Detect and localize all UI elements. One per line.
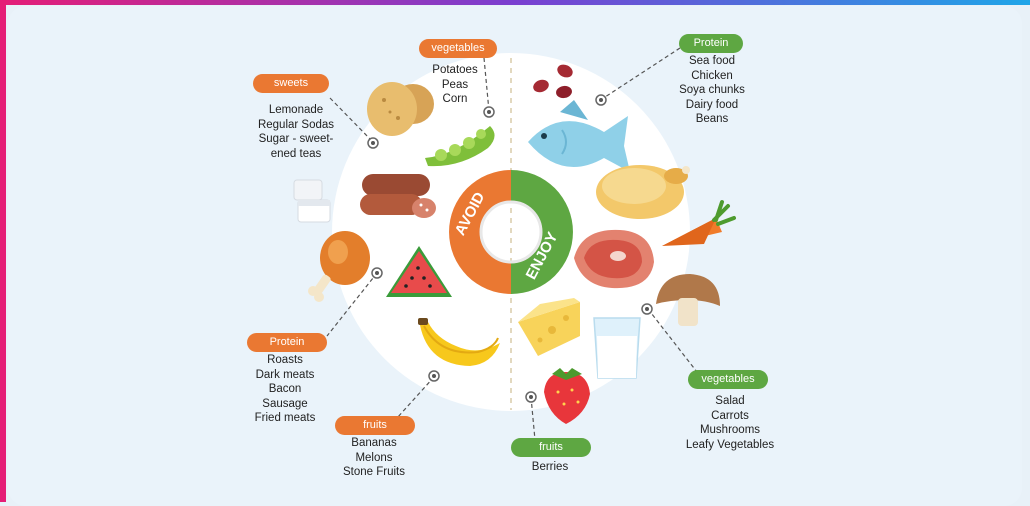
list-item: Lemonade (268, 104, 324, 116)
list-item: Carrots (711, 409, 749, 422)
top-accent-bar (0, 0, 1030, 5)
enjoy-fruits-list: Berries (505, 460, 595, 475)
list-item: Salad (715, 395, 745, 407)
connector-dots (367, 94, 653, 403)
avoid-protein-list: Roasts Dark meats Bacon Sausage Fried me… (235, 353, 335, 426)
enjoy-vegetables-tag: vegetables (688, 370, 768, 389)
avoid-sweets-tag: sweets (253, 74, 329, 93)
enjoy-protein-tag: Protein (679, 34, 743, 53)
left-accent-bar (0, 0, 6, 502)
list-item: Melons (355, 451, 393, 464)
avoid-protein-tag: Protein (247, 333, 327, 352)
roast-chicken-icon (596, 165, 690, 219)
list-item: Soya chunks (679, 84, 745, 97)
fish-icon (528, 100, 630, 172)
avoid-vegetables-tag: vegetables (419, 39, 497, 58)
list-item: Peas (441, 78, 469, 91)
avoid-vegetables-list: Potatoes Peas Corn (410, 63, 500, 107)
list-item: Dark meats (255, 368, 315, 381)
list-item: Bananas (351, 437, 397, 449)
list-item: Stone Fruits (343, 466, 405, 479)
avoid-fruits-list: Bananas Melons Stone Fruits (324, 436, 424, 480)
list-item: Dairy food (685, 98, 739, 111)
list-item: Sea food (688, 55, 736, 67)
list-item: Roasts (267, 354, 303, 366)
enjoy-vegetables-list: Salad Carrots Mushrooms Leafy Vegetables (668, 394, 792, 452)
list-item: Regular Sodas (257, 118, 335, 131)
list-item: Sugar - sweet- (258, 133, 334, 146)
chicken-leg-icon (308, 231, 370, 302)
carrot-icon (662, 200, 736, 246)
beans-icon (533, 64, 573, 99)
sausage-icon (360, 174, 436, 218)
milk-glass-icon (593, 317, 641, 379)
list-item: Sausage (262, 397, 308, 410)
list-item: Corn (442, 93, 468, 106)
cheese-icon (518, 298, 580, 356)
watermelon-icon (386, 246, 452, 297)
banana-icon (418, 318, 500, 366)
list-item: Bacon (268, 383, 302, 396)
donut-inner-rim (479, 200, 543, 264)
connector-lines (326, 47, 698, 441)
list-item: Chicken (691, 69, 733, 82)
list-item: Berries (531, 461, 569, 473)
list-item: ened teas (270, 147, 322, 160)
peas-icon (425, 126, 495, 167)
avoid-fruits-tag: fruits (335, 416, 415, 435)
list-item: Beans (695, 113, 729, 126)
sugar-cubes-icon (293, 179, 331, 223)
potato-icon (367, 82, 434, 136)
avoid-sweets-list: Lemonade Regular Sodas Sugar - sweet- en… (236, 103, 356, 161)
strawberry-icon (544, 368, 590, 424)
steak-icon (574, 229, 654, 289)
enjoy-protein-list: Sea food Chicken Soya chunks Dairy food … (662, 54, 762, 127)
list-item: Fried meats (254, 412, 316, 425)
mushroom-icon (656, 274, 720, 326)
list-item: Mushrooms (699, 424, 761, 437)
enjoy-fruits-tag: fruits (511, 438, 591, 457)
list-item: Potatoes (432, 64, 478, 76)
list-item: Leafy Vegetables (685, 438, 775, 451)
